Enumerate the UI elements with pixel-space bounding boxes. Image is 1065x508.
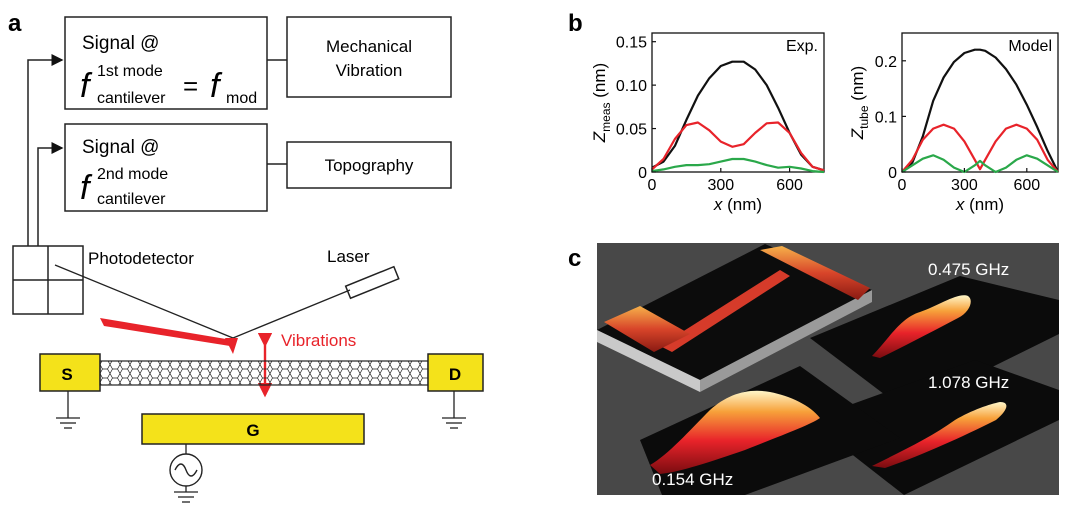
signal-box-1-eq: =	[183, 71, 198, 101]
mode-tile-0475	[810, 276, 1059, 410]
signal-box-2-sup: 2nd mode	[97, 166, 168, 183]
signal-box-1	[64, 16, 268, 110]
mode-shape-1078	[872, 402, 1007, 468]
y-tick-label: 0.15	[616, 35, 647, 52]
panel-b-label: b	[568, 10, 583, 37]
photodetector-label: Photodetector	[88, 249, 194, 268]
mode-shape-0475	[872, 295, 971, 358]
plot-frame	[651, 32, 825, 173]
source-label: S	[61, 365, 72, 384]
drain-electrode	[427, 353, 484, 392]
ground-source	[56, 391, 80, 429]
series-line-0	[651, 60, 825, 172]
x-tick-label: 0	[898, 177, 907, 194]
signal-box-2-sub: cantilever	[97, 191, 166, 208]
x-tick-label: 0	[648, 177, 657, 194]
chart-model: 0 300 600 0 0.1 0.2 Model x (nm) Ztube (nm)	[848, 32, 1059, 214]
vibrations-label: Vibrations	[281, 331, 356, 350]
y-tick-label: 0.1	[875, 109, 897, 126]
y-tick-label: 0	[888, 165, 897, 182]
signal-box-2	[64, 123, 268, 212]
gate-label: G	[246, 421, 259, 440]
x-axis-label: x (nm)	[955, 195, 1004, 214]
arrow-to-box-1	[27, 54, 64, 246]
signal-box-1-sub: cantilever	[97, 90, 166, 107]
output-vibration-line2: Vibration	[336, 61, 403, 80]
series-line-0	[901, 48, 1059, 173]
topography-tube	[660, 270, 790, 352]
label-0475: 0.475 GHz	[928, 260, 1009, 279]
chart-experimental: 0 300 600 0 0.05 0.10 0.15 Exp. x (nm) Zmeas (nm)	[590, 32, 825, 214]
afm-image-panel: 0.475 GHz 1.078 GHz 0.154 GHz	[597, 243, 1059, 495]
topography-bar	[760, 246, 870, 300]
ac-source-icon	[169, 453, 203, 487]
panel-a-label: a	[8, 10, 22, 37]
signal-box-2-title: Signal @	[82, 137, 159, 158]
chart-annotation: Model	[1008, 38, 1052, 55]
y-tick-label: 0.2	[875, 54, 897, 71]
cantilever-tip	[225, 338, 238, 354]
plot-frame	[901, 32, 1059, 173]
laser	[344, 265, 400, 300]
nanotube	[99, 360, 429, 386]
cantilever	[100, 318, 232, 346]
x-axis-label: x (nm)	[713, 195, 762, 214]
laser-label: Laser	[327, 247, 370, 266]
ground-gate	[174, 486, 198, 503]
output-box-vibration	[286, 16, 452, 98]
mode-shape-0154	[650, 390, 820, 474]
series-line-2	[651, 157, 825, 174]
x-tick-label: 600	[776, 177, 803, 194]
source-electrode	[39, 353, 101, 392]
series-line-2	[901, 154, 1059, 174]
y-tick-label: 0.10	[616, 78, 647, 95]
signal-box-1-title: Signal @	[82, 33, 159, 54]
series-line-1	[901, 123, 1059, 173]
output-vibration-line1: Mechanical	[326, 37, 412, 56]
label-1078: 1.078 GHz	[928, 373, 1009, 392]
photodetector	[12, 245, 84, 315]
panel-c-label: c	[568, 245, 581, 272]
y-tick-label: 0.05	[616, 122, 647, 139]
label-0154: 0.154 GHz	[652, 470, 733, 489]
laser-beam	[54, 264, 351, 339]
output-topography: Topography	[325, 156, 414, 175]
arrow-to-box-2	[37, 142, 64, 246]
y-tick-label: 0	[638, 165, 647, 182]
signal-box-1-sup: 1st mode	[97, 63, 163, 80]
mode-tile-1078	[808, 360, 1059, 495]
gate-electrode	[141, 413, 365, 445]
y-axis-label: Ztube (nm)	[848, 66, 871, 140]
y-axis-label: Zmeas (nm)	[590, 63, 613, 143]
drain-label: D	[449, 365, 461, 384]
x-tick-label: 300	[951, 177, 978, 194]
x-tick-label: 600	[1013, 177, 1040, 194]
output-box-topography	[286, 141, 452, 189]
series-line-1	[651, 121, 825, 172]
ground-drain	[442, 391, 466, 429]
signal-box-1-mod: mod	[226, 90, 257, 107]
chart-annotation: Exp.	[786, 38, 818, 55]
topography-pad	[604, 306, 690, 352]
x-tick-label: 300	[707, 177, 734, 194]
